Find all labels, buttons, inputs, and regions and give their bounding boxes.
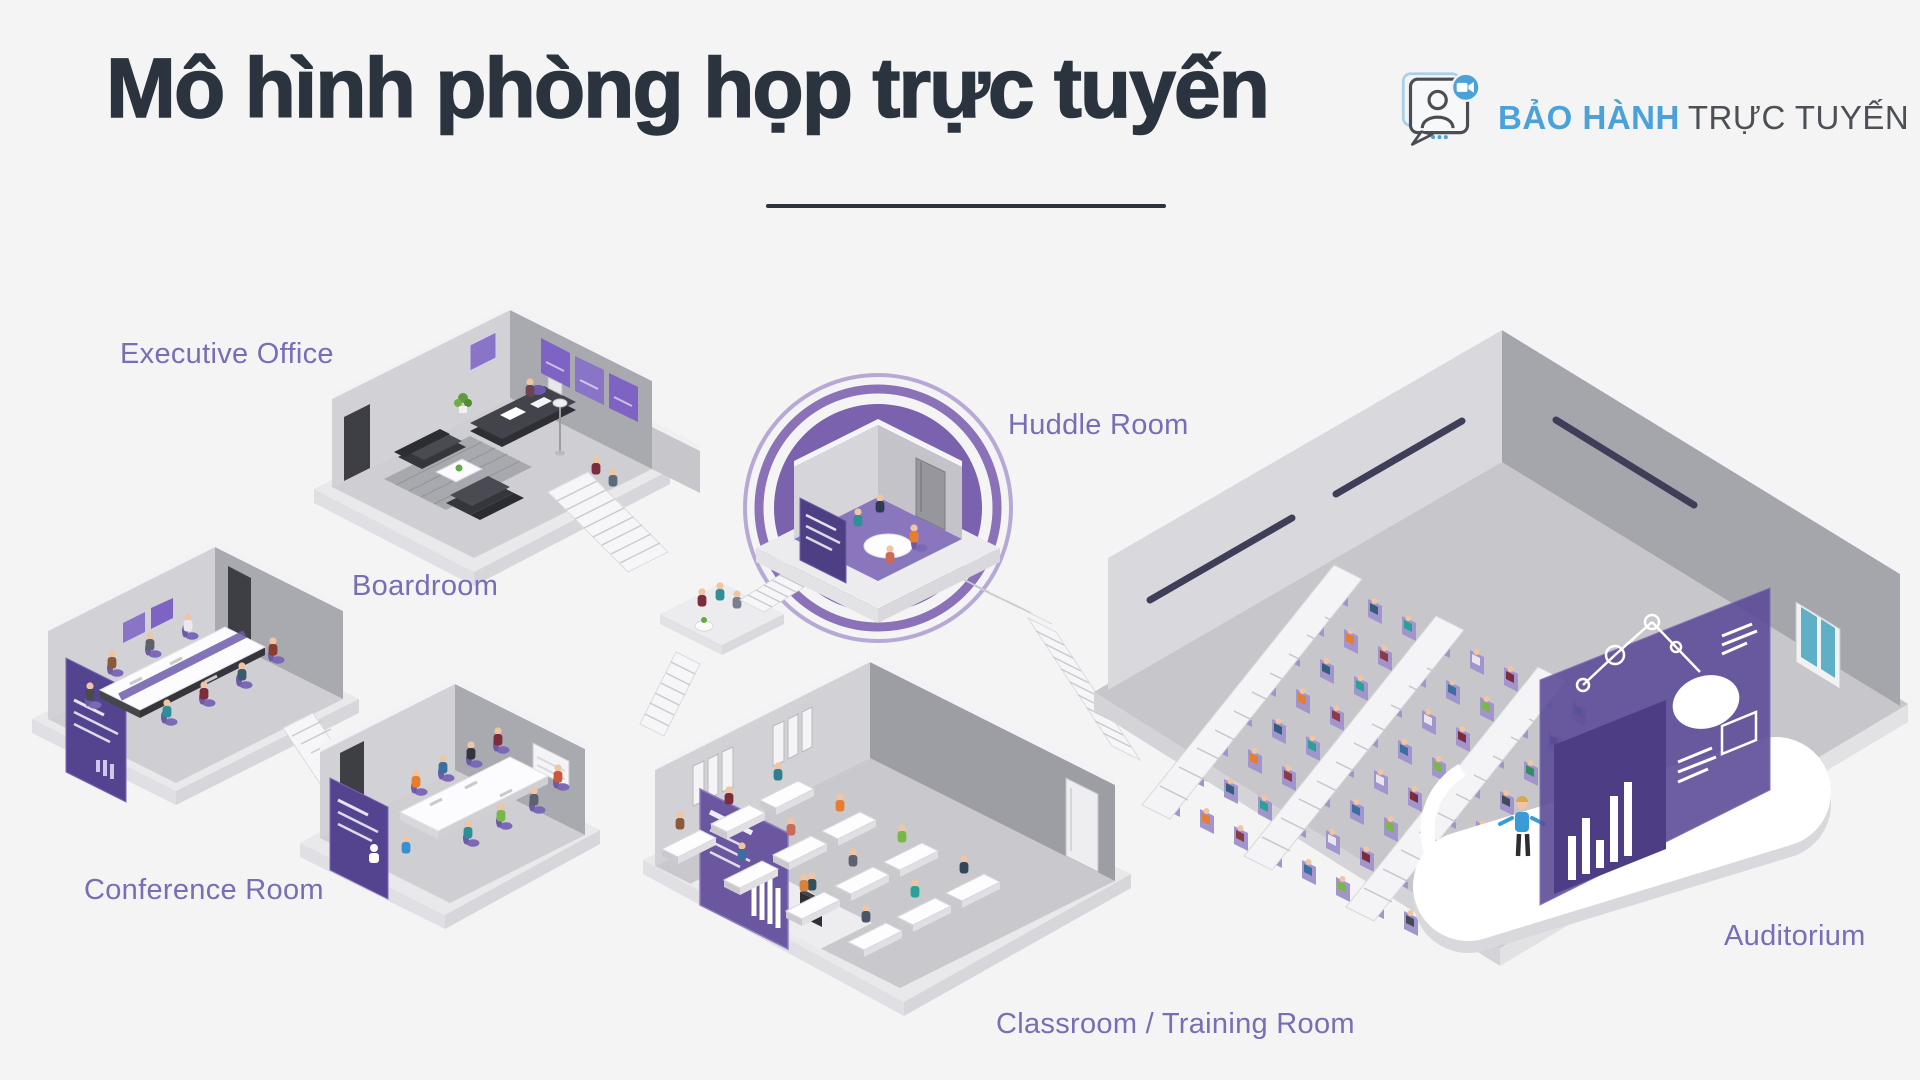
floor-lamp — [552, 398, 568, 456]
room-executive-office — [314, 303, 700, 586]
auditorium-window — [1795, 601, 1841, 690]
title-underline — [766, 204, 1166, 208]
wall-display — [469, 331, 497, 372]
room-classroom — [643, 655, 1131, 1016]
huddle-door — [915, 457, 946, 531]
stairs-executive-landing — [547, 456, 669, 573]
room-label-huddle-room: Huddle Room — [1008, 409, 1189, 441]
stairs-landing-classroom — [639, 651, 701, 737]
wall-accent-stripes — [1146, 416, 1698, 604]
presentation-screen — [329, 777, 389, 900]
lounge-set — [384, 429, 532, 520]
presentation-screen-large — [1539, 587, 1771, 906]
brand-name-primary: BẢO HÀNH — [1498, 99, 1680, 136]
bar-chart-graphic — [1568, 782, 1632, 880]
chat-bubble-person-video-call-icon — [1401, 72, 1481, 146]
screen-box-graphic — [1720, 710, 1758, 756]
screen-text-lines — [1677, 622, 1758, 784]
wall-panel — [151, 598, 173, 629]
pie-graphic — [1672, 675, 1740, 729]
network-graphic — [1575, 613, 1701, 693]
room-label-classroom-training-room: Classroom / Training Room — [996, 1008, 1355, 1040]
wall-panel — [123, 612, 145, 643]
classroom-windows — [692, 706, 813, 807]
page-title: Mô hình phòng họp trực tuyến — [105, 40, 1270, 136]
stage-presenter — [1498, 796, 1546, 857]
room-huddle-highlight — [738, 373, 1053, 643]
aisle-stairs — [1141, 564, 1567, 922]
huddle-screen — [799, 497, 847, 584]
room-label-boardroom: Boardroom — [352, 570, 499, 602]
office-door — [344, 404, 370, 481]
executive-desk — [470, 376, 576, 447]
room-label-auditorium: Auditorium — [1724, 920, 1866, 952]
plant — [454, 393, 472, 413]
room-label-conference-room: Conference Room — [84, 874, 324, 906]
room-auditorium — [1094, 322, 1908, 966]
boardroom-presenter — [401, 835, 411, 854]
brand-name-secondary: TRỰC TUYẾN — [1687, 99, 1910, 136]
video-wall-panels — [541, 338, 638, 422]
room-label-executive-office: Executive Office — [120, 338, 334, 370]
classroom-door — [1065, 777, 1099, 873]
room-boardroom — [300, 677, 600, 929]
